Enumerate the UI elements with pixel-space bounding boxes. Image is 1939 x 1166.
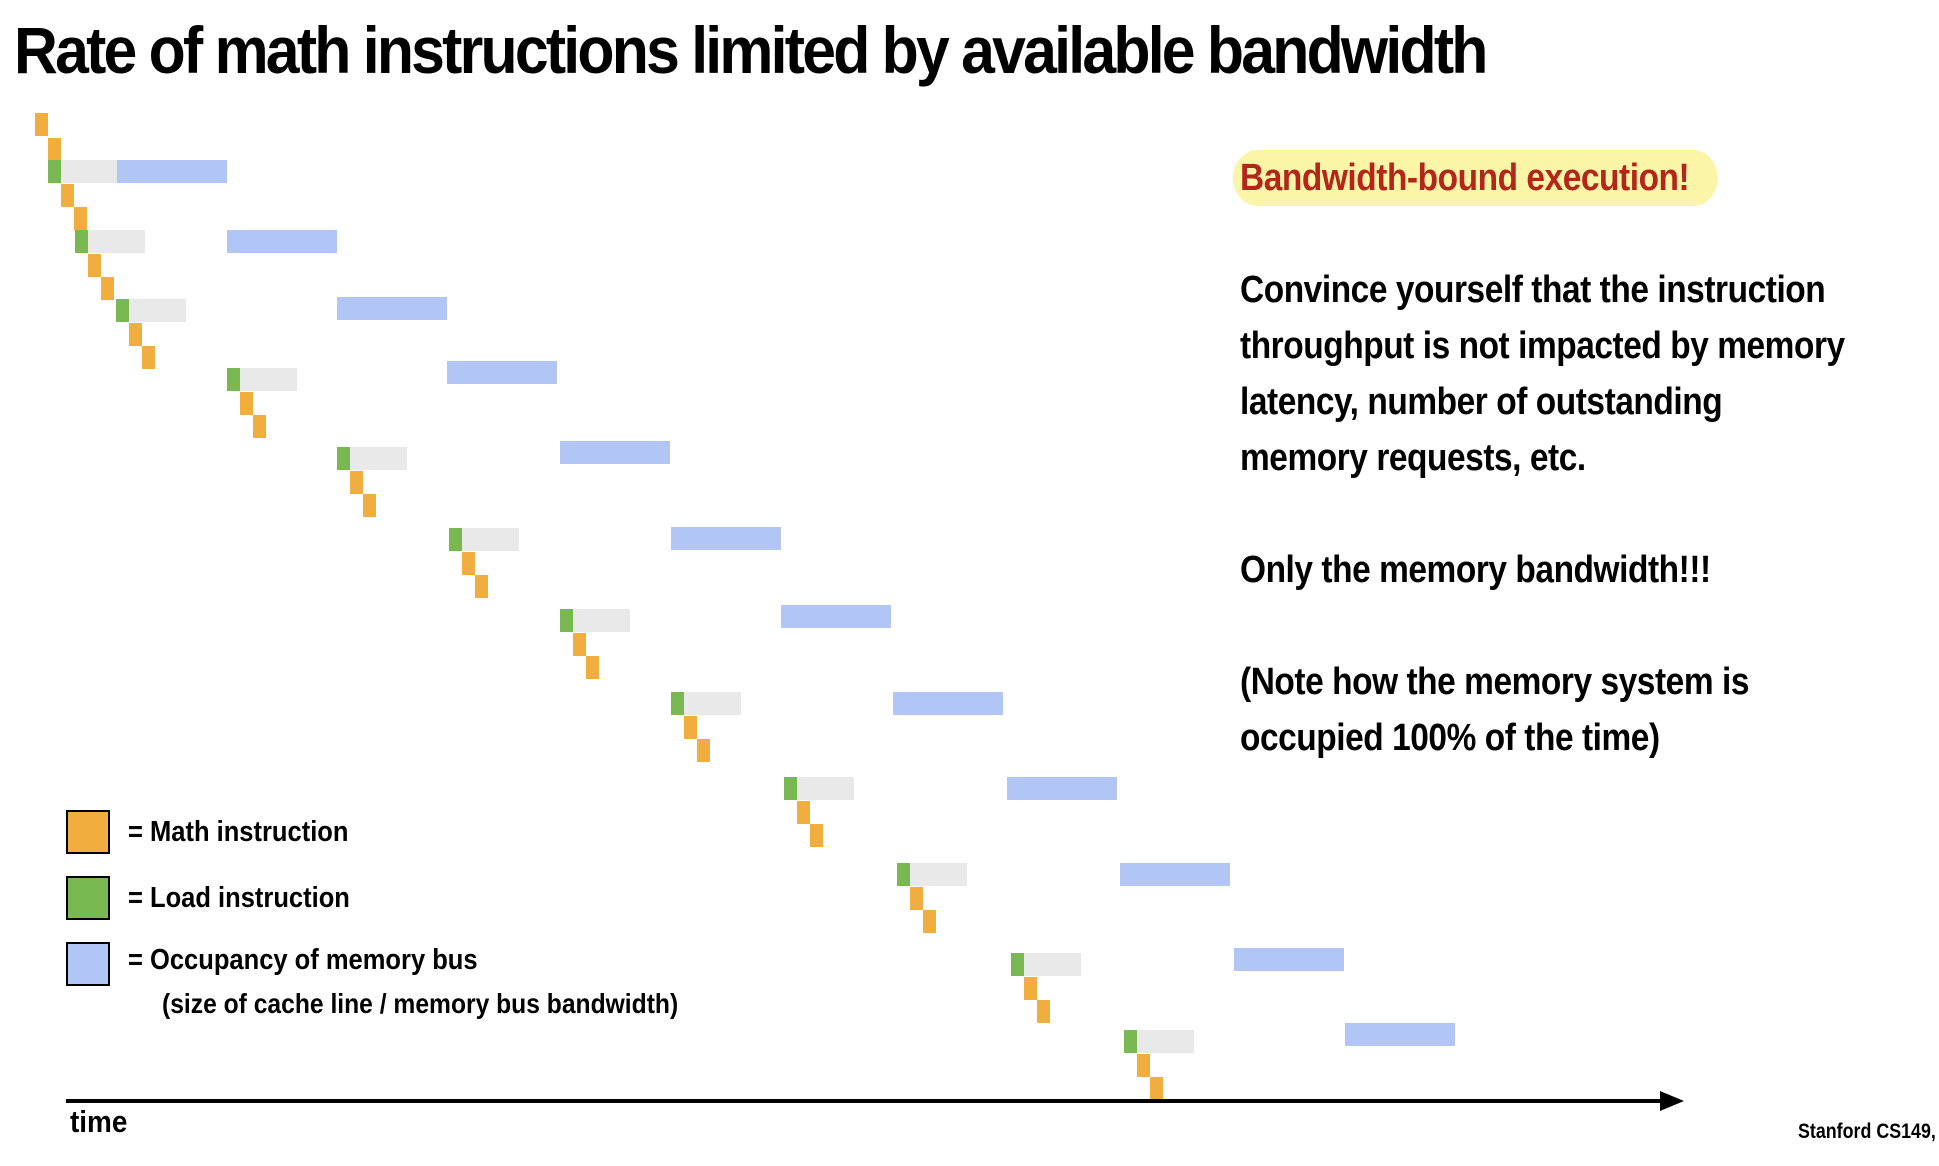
math-instruction-block	[684, 716, 697, 739]
memory-bus-occupancy-block	[893, 692, 1003, 715]
math-instruction-block	[1037, 1000, 1050, 1023]
load-wait-block	[573, 609, 630, 632]
load-wait-block	[240, 368, 297, 391]
memory-bus-occupancy-block	[1345, 1023, 1455, 1046]
load-wait-block	[684, 692, 741, 715]
load-instruction-block	[671, 692, 684, 715]
memory-bus-occupancy-block	[1120, 863, 1230, 886]
math-instruction-block	[101, 277, 114, 300]
bus-swatch	[66, 942, 110, 986]
legend-label-bus: = Occupancy of memory bus	[128, 944, 478, 976]
load-instruction-block	[784, 777, 797, 800]
math-instruction-block	[142, 346, 155, 369]
load-wait-block	[129, 299, 186, 322]
load-instruction-block	[1011, 953, 1024, 976]
math-instruction-block	[910, 887, 923, 910]
memory-bus-occupancy-block	[1234, 948, 1344, 971]
bandwidth-bound-headline: Bandwidth-bound execution!	[1232, 150, 1718, 206]
load-wait-block	[88, 230, 145, 253]
page-title: Rate of math instructions limited by ava…	[14, 13, 1488, 87]
load-instruction-block	[337, 447, 350, 470]
memory-bus-occupancy-block	[117, 160, 227, 183]
math-instruction-block	[1024, 977, 1037, 1000]
math-instruction-block	[35, 113, 48, 136]
footer-credit: Stanford CS149,	[1798, 1120, 1936, 1143]
math-instruction-block	[253, 415, 266, 438]
math-instruction-block	[74, 207, 87, 230]
load-wait-block	[1024, 953, 1081, 976]
memory-bus-occupancy-block	[1007, 777, 1117, 800]
math-instruction-block	[129, 323, 142, 346]
math-instruction-block	[1137, 1054, 1150, 1077]
load-wait-block	[910, 863, 967, 886]
legend-label-math: = Math instruction	[128, 816, 349, 848]
legend-label-load: = Load instruction	[128, 882, 350, 914]
load-instruction-block	[227, 368, 240, 391]
math-instruction-block	[462, 552, 475, 575]
load-swatch	[66, 876, 110, 920]
memory-bus-occupancy-block	[781, 605, 891, 628]
math-instruction-block	[88, 254, 101, 277]
time-axis-label: time	[70, 1104, 128, 1139]
load-instruction-block	[116, 299, 129, 322]
math-instruction-block	[240, 392, 253, 415]
instruction-blocks	[35, 113, 1455, 1100]
load-wait-block	[1137, 1030, 1194, 1053]
emphasis-paragraph: Only the memory bandwidth!!!	[1240, 549, 1711, 591]
load-wait-block	[61, 160, 117, 183]
explanation-paragraph: Convince yourself that the instruction t…	[1240, 269, 1845, 479]
memory-bus-occupancy-block	[671, 527, 781, 550]
math-instruction-block	[61, 184, 74, 207]
memory-bus-occupancy-block	[227, 230, 337, 253]
load-instruction-block	[75, 230, 88, 253]
math-instruction-block	[923, 910, 936, 933]
memory-bus-occupancy-block	[447, 361, 557, 384]
math-swatch	[66, 810, 110, 854]
math-instruction-block	[475, 575, 488, 598]
memory-bus-occupancy-block	[560, 441, 670, 464]
math-instruction-block	[1150, 1077, 1163, 1100]
load-wait-block	[350, 447, 407, 470]
math-instruction-block	[797, 801, 810, 824]
time-axis	[66, 1091, 1684, 1111]
load-wait-block	[797, 777, 854, 800]
load-instruction-block	[897, 863, 910, 886]
math-instruction-block	[586, 656, 599, 679]
load-wait-block	[462, 528, 519, 551]
note-paragraph: (Note how the memory system is occupied …	[1240, 661, 1749, 759]
math-instruction-block	[810, 824, 823, 847]
memory-bus-occupancy-block	[337, 297, 447, 320]
load-instruction-block	[449, 528, 462, 551]
load-instruction-block	[560, 609, 573, 632]
load-instruction-block	[1124, 1030, 1137, 1053]
time-axis-arrowhead	[1660, 1091, 1684, 1111]
math-instruction-block	[48, 138, 61, 161]
explanation-panel: Bandwidth-bound execution! Convince your…	[1232, 150, 1847, 766]
math-instruction-block	[350, 471, 363, 494]
load-instruction-block	[48, 160, 61, 183]
math-instruction-block	[363, 494, 376, 517]
math-instruction-block	[697, 739, 710, 762]
math-instruction-block	[573, 633, 586, 656]
legend-bus-note: (size of cache line / memory bus bandwid…	[162, 988, 679, 1019]
